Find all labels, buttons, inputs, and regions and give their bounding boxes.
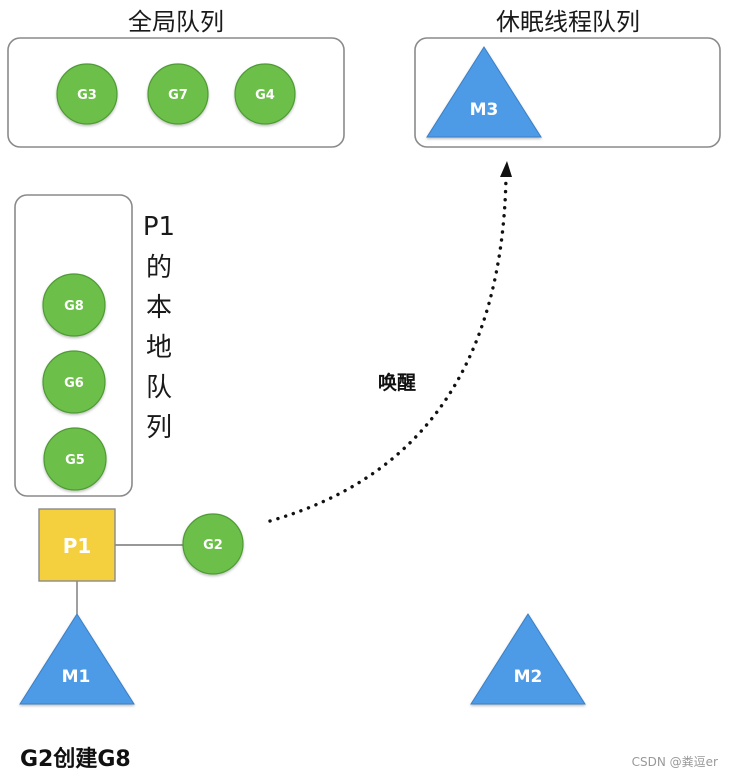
wake-arrow <box>268 161 512 523</box>
processor-label: P1 <box>63 534 92 558</box>
sleep-thread-queue: 休眠线程队列 M3 <box>414 8 721 148</box>
global-queue-title: 全局队列 <box>128 8 224 36</box>
goroutine-label: G6 <box>64 376 84 391</box>
local-queue-box <box>14 194 133 497</box>
sleep-queue-title: 休眠线程队列 <box>496 8 640 36</box>
machine-label: M3 <box>470 100 499 120</box>
goroutine-g4: G4 <box>234 63 296 125</box>
local-queue-label: P1 的 本 地 队 列 <box>143 212 175 443</box>
machine-m2: M2 <box>470 613 586 705</box>
local-queue: G8 G6 G5 P1 的 本 地 队 列 <box>14 194 175 497</box>
goroutine-label: G2 <box>203 538 223 553</box>
goroutine-g6: G6 <box>42 350 106 414</box>
local-queue-label-char: P1 <box>143 212 175 242</box>
caption: G2创建G8 <box>20 747 131 772</box>
local-queue-label-char: 队 <box>146 373 172 403</box>
processor-box <box>38 508 116 582</box>
machine-label: M1 <box>62 667 91 687</box>
local-queue-label-char: 地 <box>146 333 172 363</box>
wake-label: 唤醒 <box>378 371 416 394</box>
goroutine-g2: G2 <box>182 513 244 575</box>
goroutine-g5: G5 <box>43 427 107 491</box>
local-queue-label-char: 的 <box>146 253 172 283</box>
goroutine-g8: G8 <box>42 273 106 337</box>
machine-m1: M1 <box>19 613 135 705</box>
local-queue-label-char: 列 <box>146 413 172 443</box>
goroutine-label: G3 <box>77 88 97 103</box>
machine-label: M2 <box>514 667 543 687</box>
goroutine-label: G5 <box>65 453 85 468</box>
goroutine-label: G8 <box>64 299 84 314</box>
goroutine-label: G7 <box>168 88 188 103</box>
goroutine-g3: G3 <box>56 63 118 125</box>
global-queue: 全局队列 G3 G7 G4 <box>7 8 345 148</box>
watermark: CSDN @粪逗er <box>632 755 718 769</box>
machine-m3: M3 <box>426 46 542 138</box>
goroutine-label: G4 <box>255 88 275 103</box>
local-queue-label-char: 本 <box>146 293 172 323</box>
processor-p1: P1 <box>38 508 116 582</box>
wake-arrow-head <box>500 161 512 177</box>
wake-arrow-path <box>268 176 508 523</box>
goroutine-g7: G7 <box>147 63 209 125</box>
